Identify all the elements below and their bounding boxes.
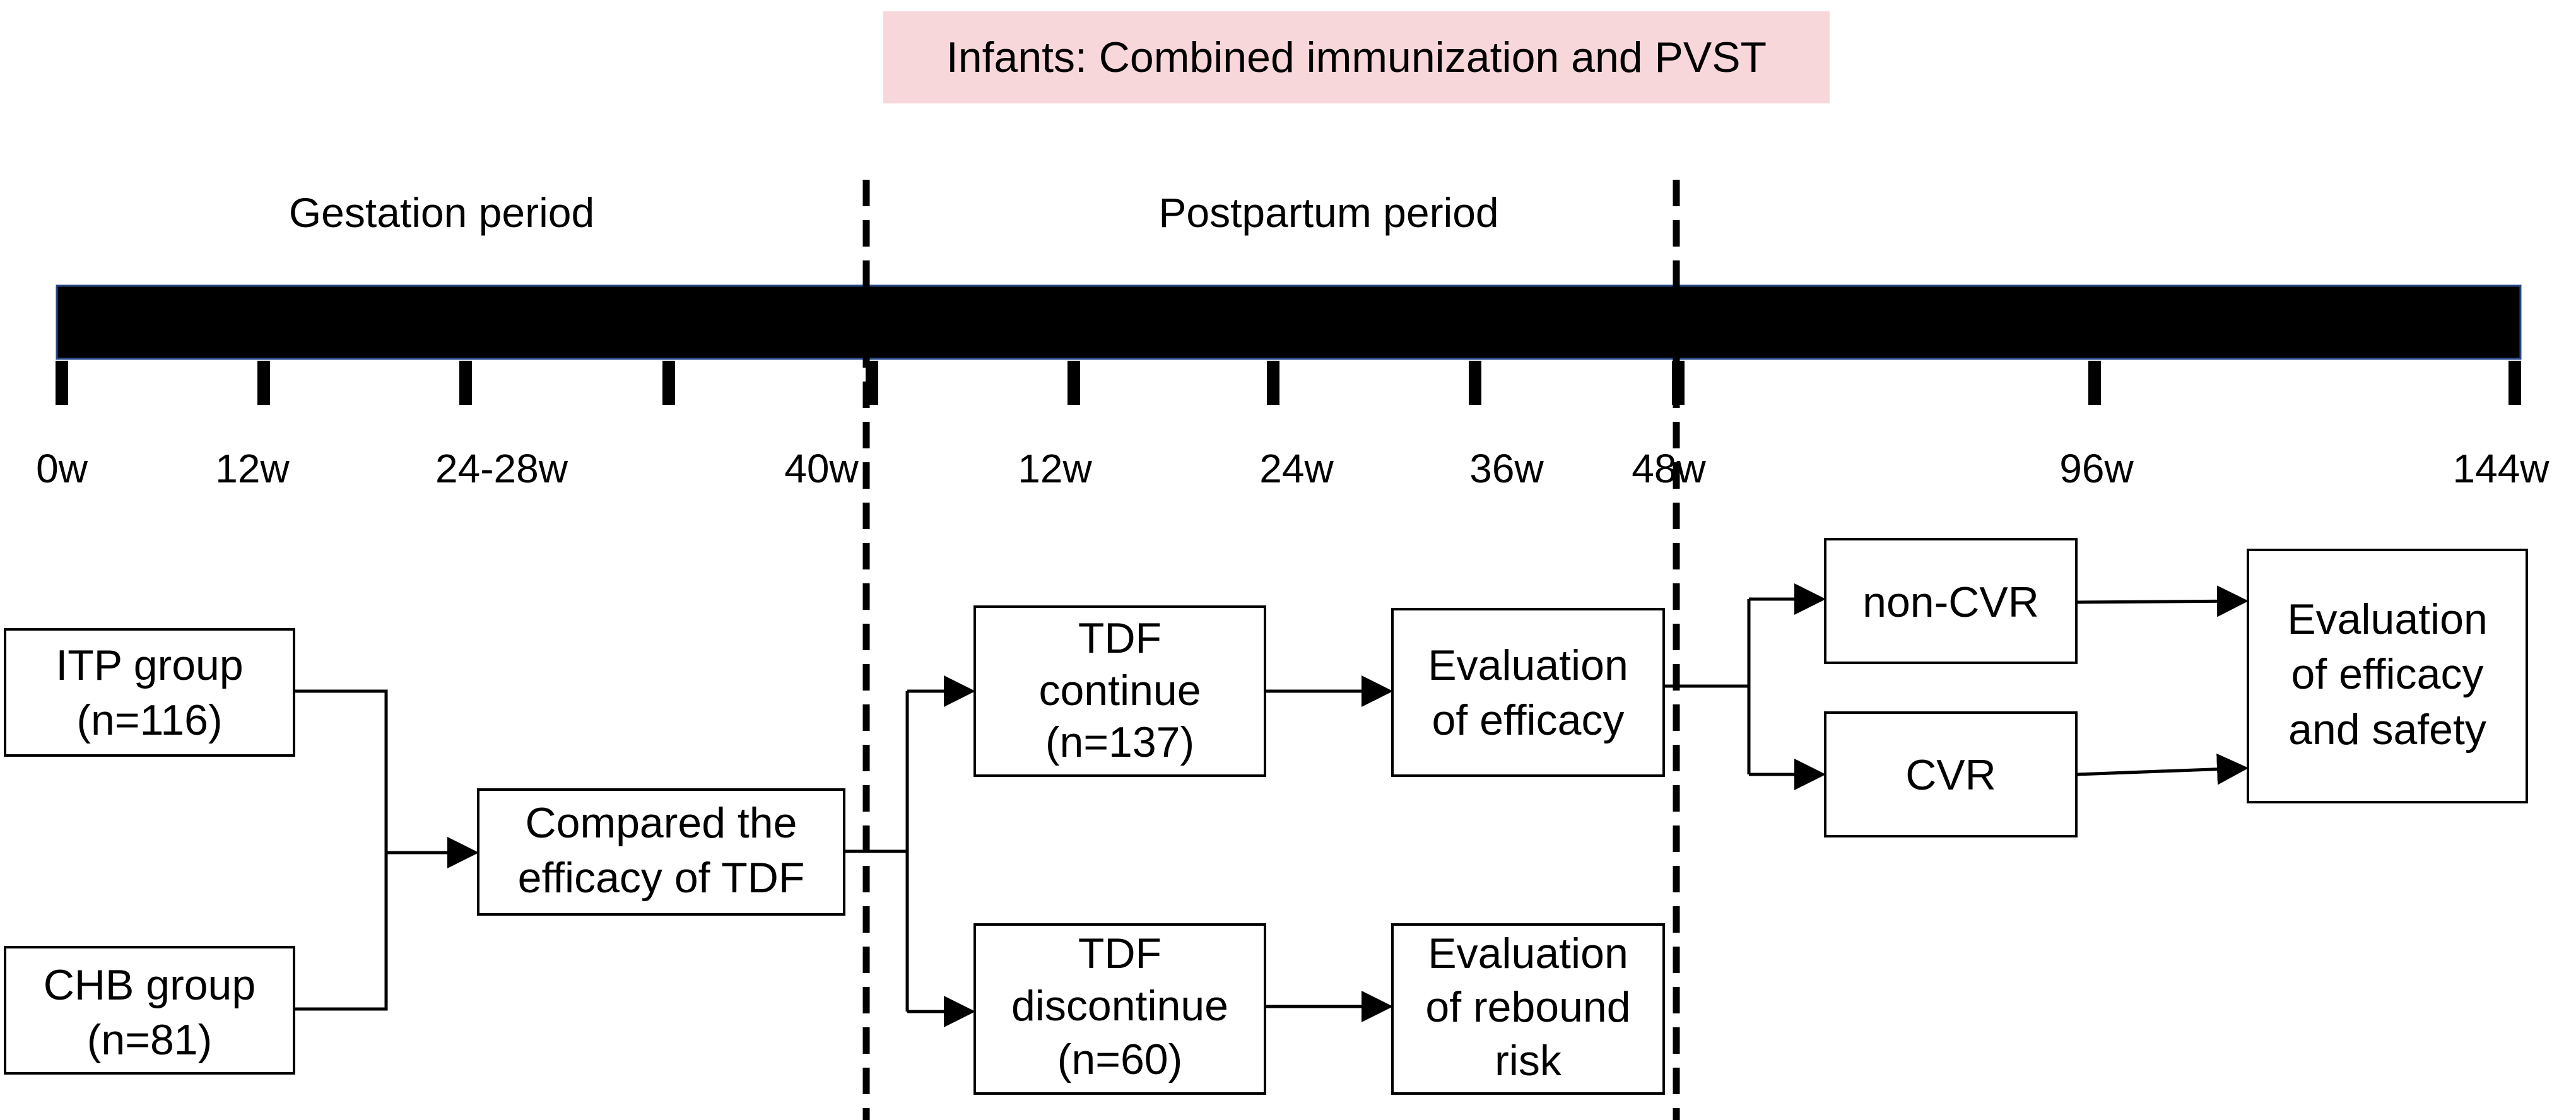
connectors xyxy=(294,583,2249,1027)
eval-efficacy-line1: Evaluation xyxy=(1428,641,1628,689)
cvr-label: CVR xyxy=(1905,751,1996,799)
eval-efficacy-box: Evaluation of efficacy xyxy=(1391,608,1665,777)
tick-label: 0w xyxy=(36,446,88,491)
itp-group-count: (n=116) xyxy=(76,696,222,744)
gestation-period-label: Gestation period xyxy=(289,189,594,236)
eval-rebound-box: Evaluation of rebound risk xyxy=(1391,923,1665,1095)
chb-group-label: CHB group xyxy=(44,961,256,1009)
compare-line1: Compared the xyxy=(526,799,797,847)
eval-rebound-line2: of rebound xyxy=(1425,983,1630,1031)
tdf-discontinue-box: TDF discontinue (n=60) xyxy=(973,923,1266,1095)
eval-final-box: Evaluation of efficacy and safety xyxy=(2247,549,2528,803)
tdf-discontinue-line2: discontinue xyxy=(1011,982,1228,1030)
cvr-box: CVR xyxy=(1824,711,2078,837)
tick-mark xyxy=(459,361,472,405)
chb-group-count: (n=81) xyxy=(87,1016,212,1064)
tdf-continue-line2: continue xyxy=(1038,667,1201,715)
eval-final-line1: Evaluation xyxy=(2287,595,2488,643)
tick-label: 12w xyxy=(1018,446,1092,491)
eval-efficacy-line2: of efficacy xyxy=(1432,696,1625,744)
tdf-discontinue-line1: TDF xyxy=(1078,930,1162,977)
tdf-discontinue-count: (n=60) xyxy=(1057,1035,1182,1083)
itp-group-label: ITP group xyxy=(56,641,243,689)
tick-mark xyxy=(1469,361,1481,405)
tick-mark xyxy=(56,361,68,405)
tick-mark xyxy=(2088,361,2101,405)
banner-background xyxy=(883,11,1830,103)
tick-label: 24-28w xyxy=(435,446,568,491)
eval-rebound-line1: Evaluation xyxy=(1428,930,1628,977)
tick-label: 144w xyxy=(2453,446,2550,491)
eval-final-line3: and safety xyxy=(2288,706,2486,754)
compare-line2: efficacy of TDF xyxy=(518,854,805,902)
tick-mark xyxy=(662,361,675,405)
tick-mark xyxy=(2508,361,2521,405)
timeline-ticks xyxy=(56,361,2521,405)
itp-group-box: ITP group (n=116) xyxy=(4,628,295,757)
compare-box: Compared the efficacy of TDF xyxy=(477,788,845,916)
tick-label: 40w xyxy=(784,446,859,491)
non-cvr-box: non-CVR xyxy=(1824,538,2078,664)
tick-mark xyxy=(1267,361,1279,405)
banner-title: Infants: Combined immunization and PVST xyxy=(946,33,1767,81)
tick-label: 96w xyxy=(2059,446,2134,491)
postpartum-period-label: Postpartum period xyxy=(1158,189,1498,236)
tick-labels: 0w 12w 24-28w 40w 12w 24w 36w 48w 96w 14… xyxy=(36,446,2550,491)
eval-final-line2: of efficacy xyxy=(2291,650,2484,698)
eval-rebound-line3: risk xyxy=(1495,1037,1562,1085)
tdf-continue-box: TDF continue (n=137) xyxy=(973,605,1266,777)
arrow-non-cvr-to-final xyxy=(2076,585,2249,617)
chb-group-box: CHB group (n=81) xyxy=(4,946,295,1075)
tick-mark xyxy=(257,361,270,405)
non-cvr-label: non-CVR xyxy=(1862,578,2039,626)
timeline-bar xyxy=(56,284,2522,360)
connector-itp xyxy=(294,689,388,1011)
tick-mark xyxy=(1067,361,1080,405)
arrow-cvr-to-final xyxy=(2076,753,2249,785)
tdf-continue-line1: TDF xyxy=(1078,614,1162,662)
tdf-continue-count: (n=137) xyxy=(1045,718,1194,766)
banner: Infants: Combined immunization and PVST xyxy=(883,11,1830,103)
tick-label: 12w xyxy=(215,446,290,491)
tick-label: 36w xyxy=(1469,446,1544,491)
tick-label: 48w xyxy=(1632,446,1706,491)
tick-label: 24w xyxy=(1259,446,1334,491)
